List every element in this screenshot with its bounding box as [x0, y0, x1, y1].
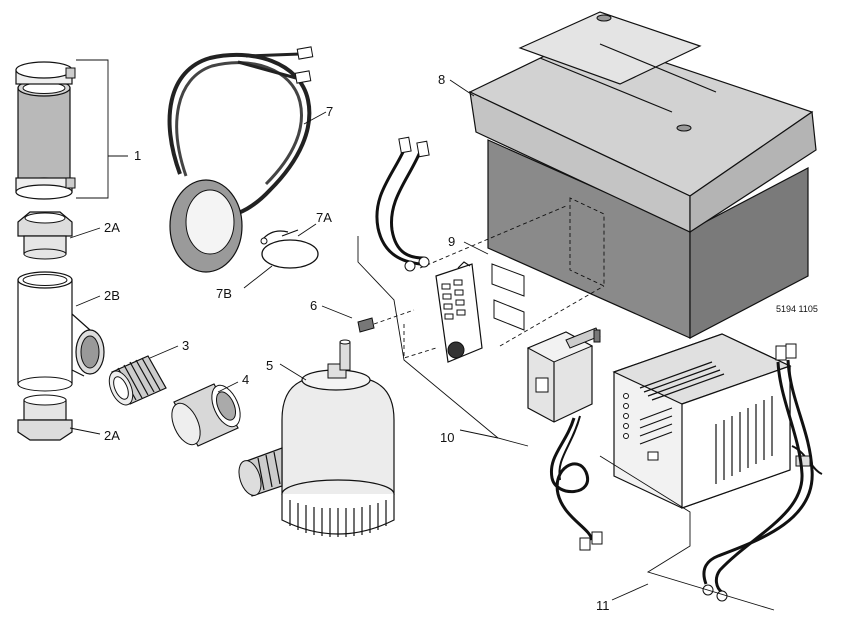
callout-1: 1: [134, 148, 141, 163]
part-3-nipple: [108, 345, 179, 406]
callout-4: 4: [242, 372, 249, 387]
callout-8: 8: [438, 72, 445, 87]
part-1-coupling: [15, 59, 128, 200]
part-2b-tee: [17, 271, 105, 392]
callout-9: 9: [448, 234, 455, 249]
callout-2a-top: 2A: [104, 220, 120, 235]
part-2a-adapter-top: [17, 211, 101, 260]
callout-7b: 7B: [216, 286, 232, 301]
battery-cables-upper: [357, 136, 499, 439]
part-5-pump: [238, 339, 395, 537]
callout-6: 6: [310, 298, 317, 313]
figure-number: 5194 1105: [776, 304, 818, 314]
part-8-battery-box: [449, 11, 817, 339]
callout-labels: 1 2A 2B 2A 3 4 5 6 7 7A 7B 8 9 10 11 519…: [104, 72, 818, 613]
part-7-float-switch: [167, 46, 327, 273]
part-7a-7b-clips: [243, 223, 319, 289]
part-2a-adapter-bottom: [17, 394, 101, 441]
callout-2b: 2B: [104, 288, 120, 303]
part-11-battery-charger: [599, 333, 823, 611]
callout-5: 5: [266, 358, 273, 373]
callout-7a: 7A: [316, 210, 332, 225]
part-6-connector: [321, 305, 415, 333]
part-4-coupling: [171, 381, 241, 447]
part-10-wall-transformer: [459, 327, 603, 551]
callout-7: 7: [326, 104, 333, 119]
callout-3: 3: [182, 338, 189, 353]
part-9-control-panel: [403, 205, 605, 363]
callout-10: 10: [440, 430, 454, 445]
callout-11: 11: [596, 598, 610, 613]
callout-2a-bottom: 2A: [104, 428, 120, 443]
